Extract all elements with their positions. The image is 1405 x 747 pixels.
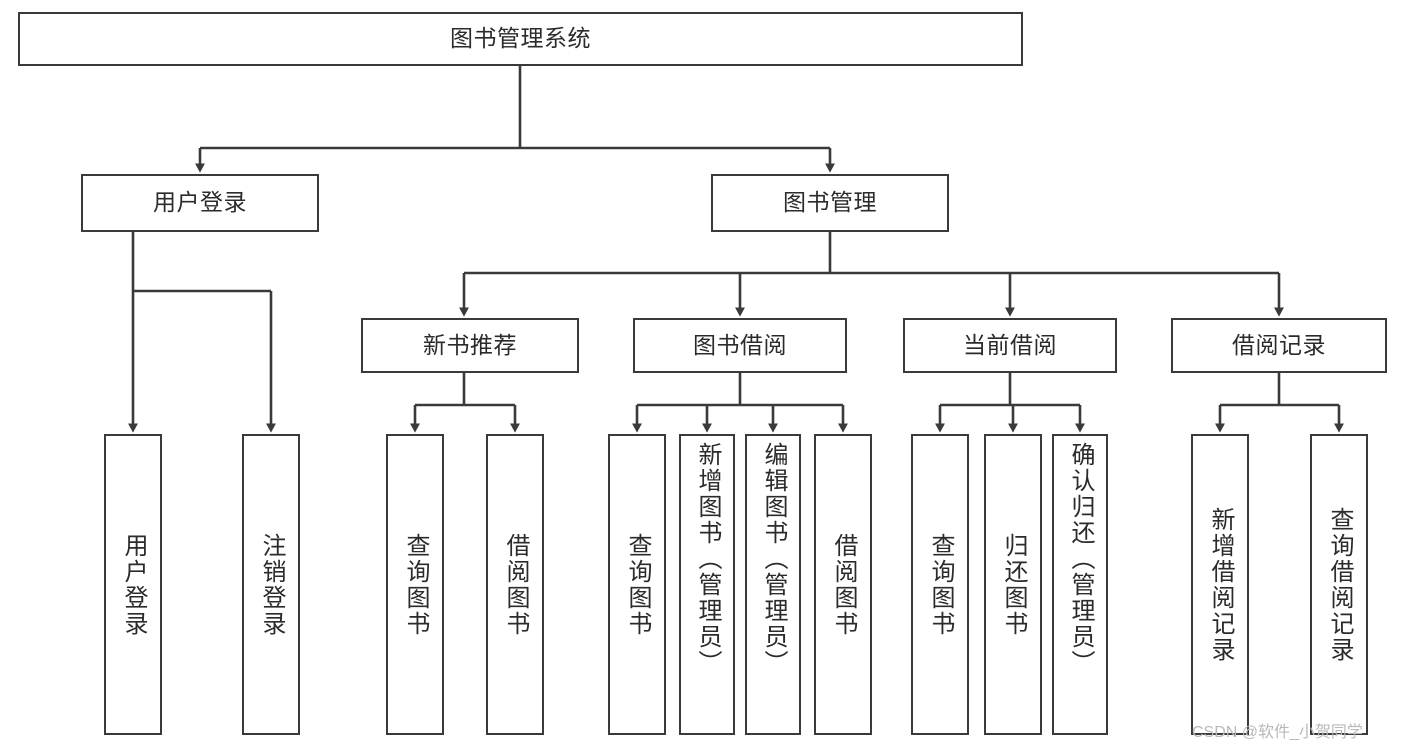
leaf-query-book-3-label: 查询图书	[927, 532, 954, 637]
user-login-label: 用户登录	[153, 189, 247, 216]
leaf-confirm-return[interactable]: 确认归还（管理员）	[1052, 434, 1108, 735]
borrow-record[interactable]: 借阅记录	[1171, 318, 1387, 373]
leaf-borrow-book-2-label: 借阅图书	[830, 532, 857, 637]
book-borrow-label: 图书借阅	[693, 331, 787, 358]
borrow-record-label: 借阅记录	[1232, 331, 1326, 358]
new-book-rec-label: 新书推荐	[423, 331, 517, 358]
leaf-add-record[interactable]: 新增借阅记录	[1191, 434, 1249, 735]
leaf-query-book-3[interactable]: 查询图书	[911, 434, 969, 735]
leaf-borrow-book-1-label: 借阅图书	[502, 532, 529, 637]
current-borrow[interactable]: 当前借阅	[903, 318, 1117, 373]
leaf-return-book[interactable]: 归还图书	[984, 434, 1042, 735]
leaf-add-record-label: 新增借阅记录	[1207, 506, 1234, 663]
leaf-edit-book-label: 编辑图书（管理员）	[760, 442, 787, 676]
user-login[interactable]: 用户登录	[81, 174, 319, 232]
leaf-query-record[interactable]: 查询借阅记录	[1310, 434, 1368, 735]
leaf-add-book-label: 新增图书（管理员）	[694, 442, 721, 676]
leaf-query-book-2-label: 查询图书	[624, 532, 651, 637]
leaf-query-book-2[interactable]: 查询图书	[608, 434, 666, 735]
leaf-query-book-1[interactable]: 查询图书	[386, 434, 444, 735]
leaf-borrow-book-1[interactable]: 借阅图书	[486, 434, 544, 735]
leaf-edit-book[interactable]: 编辑图书（管理员）	[745, 434, 801, 735]
book-manage-label: 图书管理	[783, 189, 877, 216]
current-borrow-label: 当前借阅	[963, 331, 1057, 358]
leaf-query-book-1-label: 查询图书	[402, 532, 429, 637]
leaf-user-login[interactable]: 用户登录	[104, 434, 162, 735]
leaf-borrow-book-2[interactable]: 借阅图书	[814, 434, 872, 735]
leaf-add-book[interactable]: 新增图书（管理员）	[679, 434, 735, 735]
root[interactable]: 图书管理系统	[18, 12, 1023, 66]
book-borrow[interactable]: 图书借阅	[633, 318, 847, 373]
root-label: 图书管理系统	[450, 25, 591, 52]
leaf-query-record-label: 查询借阅记录	[1326, 506, 1353, 663]
leaf-confirm-return-label: 确认归还（管理员）	[1067, 442, 1094, 676]
leaf-return-book-label: 归还图书	[1000, 532, 1027, 637]
csdn-watermark: CSDN @软件_小贺同学	[1192, 724, 1363, 741]
leaf-user-login-label: 用户登录	[120, 532, 147, 637]
book-manage[interactable]: 图书管理	[711, 174, 949, 232]
leaf-logout-label: 注销登录	[258, 532, 285, 637]
leaf-logout[interactable]: 注销登录	[242, 434, 300, 735]
new-book-rec[interactable]: 新书推荐	[361, 318, 579, 373]
